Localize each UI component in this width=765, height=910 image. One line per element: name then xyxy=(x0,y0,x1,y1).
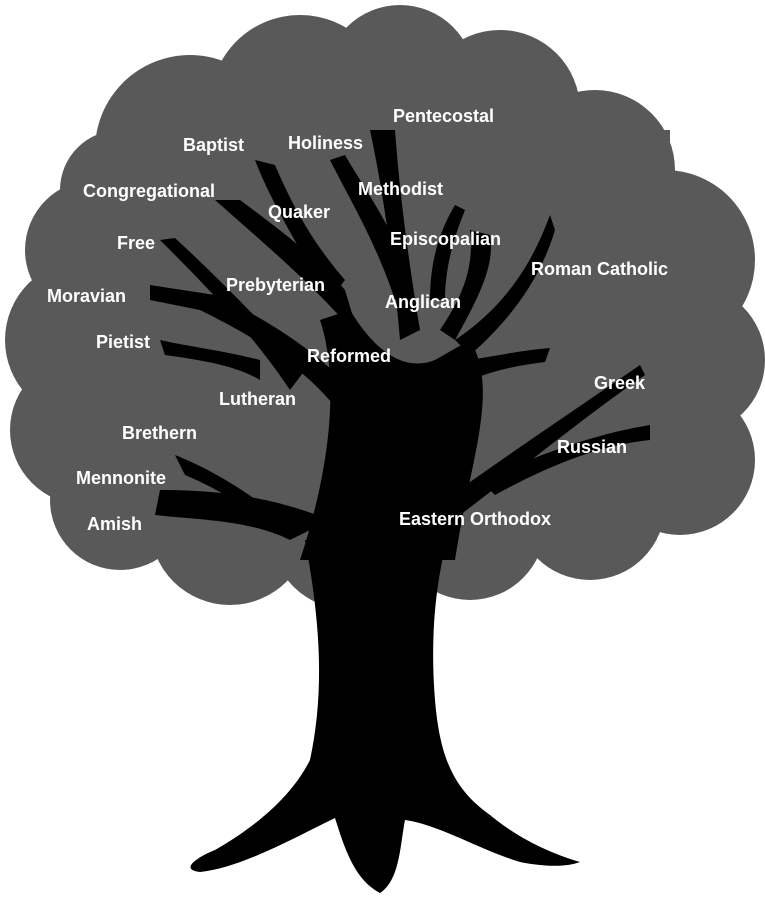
label-mennonite: Mennonite xyxy=(76,468,166,488)
label-reformed: Reformed xyxy=(307,346,392,366)
label-pentecostal: Pentecostal xyxy=(393,106,495,126)
label-anglican: Anglican xyxy=(385,292,462,312)
label-holiness: Holiness xyxy=(288,133,364,153)
label-free: Free xyxy=(117,233,156,253)
label-roman-catholic: Roman Catholic xyxy=(531,259,669,279)
label-brethern: Brethern xyxy=(122,423,198,443)
label-prebyterian: Prebyterian xyxy=(226,275,326,295)
label-episcopalian: Episcopalian xyxy=(390,229,502,249)
label-greek: Greek xyxy=(594,373,646,393)
label-lutheran: Lutheran xyxy=(219,389,297,409)
label-pietist: Pietist xyxy=(96,332,151,352)
label-quaker: Quaker xyxy=(268,202,331,222)
tree-trunk xyxy=(150,130,650,893)
label-methodist: Methodist xyxy=(358,179,443,199)
label-eastern-orthodox: Eastern Orthodox xyxy=(399,509,552,529)
label-baptist: Baptist xyxy=(183,135,245,155)
label-russian: Russian xyxy=(557,437,628,457)
label-amish: Amish xyxy=(87,514,143,534)
label-moravian: Moravian xyxy=(47,286,127,306)
label-congregational: Congregational xyxy=(83,181,216,201)
